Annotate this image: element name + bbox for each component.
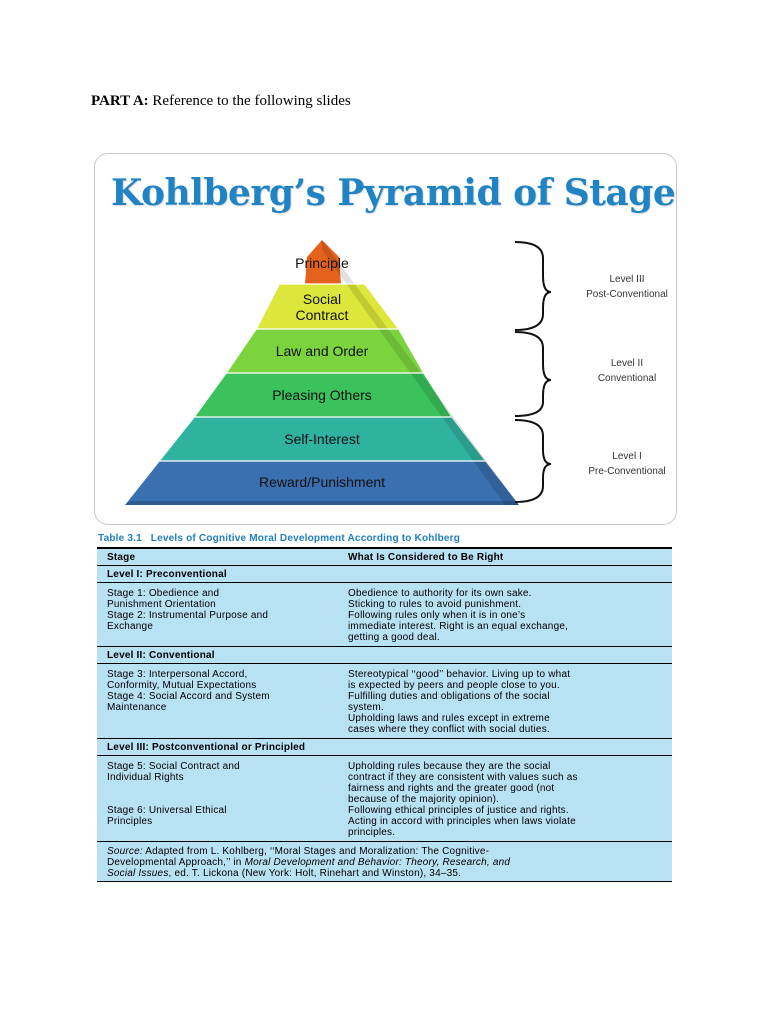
brace-level-1 bbox=[514, 419, 552, 503]
stage-line: Principles bbox=[107, 816, 153, 827]
stage-cell: Stage 1: Obedience and Punishment Orient… bbox=[97, 588, 348, 643]
source-text-3: , ed. T. Lickona (New York: Holt, Rineha… bbox=[168, 868, 462, 879]
right-line: system. bbox=[348, 702, 384, 713]
tier-self-interest bbox=[160, 417, 485, 461]
stage-cell: Stage 3: Interpersonal Accord, Conformit… bbox=[97, 669, 348, 735]
level-row-1: Level I: Preconventional bbox=[97, 566, 672, 583]
tier-label-social-contract: Social Contract bbox=[295, 291, 349, 323]
right-line: Fulfilling duties and obligations of the… bbox=[348, 691, 550, 702]
tier-label-principle: Principle bbox=[295, 255, 349, 271]
slide-title: Kohlberg’s Pyramid of Stages bbox=[111, 172, 677, 214]
tier-label-pleasing-others: Pleasing Others bbox=[272, 387, 372, 403]
source-italic-1: Moral Development and Behavior: Theory, … bbox=[244, 857, 511, 868]
level-1-label: Level I Pre-Conventional bbox=[567, 449, 676, 479]
right-line: Upholding rules because they are the soc… bbox=[348, 761, 551, 772]
right-line: is expected by peers and people close to… bbox=[348, 680, 560, 691]
right-line: principles. bbox=[348, 827, 396, 838]
right-line: contract if they are consistent with val… bbox=[348, 772, 578, 783]
right-line: Obedience to authority for its own sake. bbox=[348, 588, 532, 599]
level-2-line1: Level II bbox=[610, 358, 644, 369]
source-text-1: Adapted from L. Kohlberg, ‘‘Moral Stages… bbox=[142, 846, 490, 857]
right-line: Upholding laws and rules except in extre… bbox=[348, 713, 550, 724]
tier-label-reward-punishment: Reward/Punishment bbox=[258, 474, 386, 490]
part-label: PART A: bbox=[91, 93, 149, 109]
table-row: Stage 1: Obedience and Punishment Orient… bbox=[97, 583, 672, 647]
table-number: Table 3.1 bbox=[98, 533, 142, 544]
stage-line: Stage 5: Social Contract and bbox=[107, 761, 240, 772]
right-line: cases where they conflict with social du… bbox=[348, 724, 550, 735]
right-line: getting a good deal. bbox=[348, 632, 440, 643]
stage-line: Individual Rights bbox=[107, 772, 184, 783]
source-italic-2: Social Issues bbox=[107, 868, 169, 879]
source-text-2: Developmental Approach,’’ in bbox=[107, 857, 245, 868]
right-cell: Upholding rules because they are the soc… bbox=[348, 761, 672, 838]
level-3-line2: Post-Conventional bbox=[586, 289, 668, 300]
right-line: Acting in accord with principles when la… bbox=[348, 816, 576, 827]
source-label: Source: bbox=[107, 846, 143, 857]
brace-level-2 bbox=[514, 331, 552, 417]
tier-social-contract bbox=[257, 284, 398, 329]
right-line: Stereotypical ‘‘good’’ behavior. Living … bbox=[348, 669, 571, 680]
stage-line: Punishment Orientation bbox=[107, 599, 216, 610]
header-right: What Is Considered to Be Right bbox=[348, 552, 504, 563]
stage-line: Stage 1: Obedience and bbox=[107, 588, 220, 599]
table-title: Table 3.1 Levels of Cognitive Moral Deve… bbox=[97, 533, 672, 547]
level-3-line1: Level III bbox=[609, 274, 645, 285]
tier-reward-punishment bbox=[125, 461, 519, 505]
table-row: Stage 5: Social Contract and Individual … bbox=[97, 756, 672, 842]
brace-level-3 bbox=[514, 241, 552, 331]
table-caption: Levels of Cognitive Moral Development Ac… bbox=[150, 533, 461, 544]
right-line: Sticking to rules to avoid punishment. bbox=[348, 599, 522, 610]
right-line: Following ethical principles of justice … bbox=[348, 805, 569, 816]
level-row-3: Level III: Postconventional or Principle… bbox=[97, 739, 672, 756]
stage-cell: Stage 5: Social Contract and Individual … bbox=[97, 761, 348, 838]
kohlberg-table: Table 3.1 Levels of Cognitive Moral Deve… bbox=[97, 533, 672, 882]
part-heading: PART A: Reference to the following slide… bbox=[91, 93, 351, 110]
right-cell: Stereotypical ‘‘good’’ behavior. Living … bbox=[348, 669, 672, 735]
stage-line: Stage 4: Social Accord and System bbox=[107, 691, 270, 702]
stage-line: Exchange bbox=[107, 621, 154, 632]
right-line: Following rules only when it is in one’s bbox=[348, 610, 526, 621]
table-row: Stage 3: Interpersonal Accord, Conformit… bbox=[97, 664, 672, 739]
right-line: immediate interest. Right is an equal ex… bbox=[348, 621, 569, 632]
header-stage: Stage bbox=[107, 552, 136, 563]
tier-pleasing-others bbox=[195, 373, 451, 417]
table-body: Stage What Is Considered to Be Right Lev… bbox=[97, 547, 672, 882]
level-2-label: Level II Conventional bbox=[567, 356, 676, 386]
stage-line: Stage 2: Instrumental Purpose and bbox=[107, 610, 269, 621]
level-1-line1: Level I bbox=[612, 451, 642, 462]
stage-line: Conformity, Mutual Expectations bbox=[107, 680, 257, 691]
tier-law-and-order bbox=[227, 329, 423, 373]
level-3-label: Level III Post-Conventional bbox=[567, 272, 676, 302]
pyramid-graphic bbox=[125, 240, 552, 505]
part-text: Reference to the following slides bbox=[148, 93, 351, 109]
stage-line bbox=[107, 794, 348, 805]
stage-line: Stage 6: Universal Ethical bbox=[107, 805, 227, 816]
stage-line bbox=[107, 783, 348, 794]
table-source-note: Source: Adapted from L. Kohlberg, ‘‘Mora… bbox=[97, 842, 672, 881]
tier-principle bbox=[305, 240, 341, 284]
stage-line: Stage 3: Interpersonal Accord, bbox=[107, 669, 248, 680]
level-1-line2: Pre-Conventional bbox=[588, 466, 666, 477]
right-line: because of the majority opinion). bbox=[348, 794, 500, 805]
tier-label-self-interest: Self-Interest bbox=[284, 431, 360, 447]
table-header-row: Stage What Is Considered to Be Right bbox=[97, 549, 672, 566]
pyramid-slide: Kohlberg’s Pyramid of Stages Principle S… bbox=[94, 153, 677, 525]
right-line: fairness and rights and the greater good… bbox=[348, 783, 555, 794]
level-2-line2: Conventional bbox=[597, 373, 657, 384]
right-cell: Obedience to authority for its own sake.… bbox=[348, 588, 672, 643]
stage-line: Maintenance bbox=[107, 702, 167, 713]
level-row-2: Level II: Conventional bbox=[97, 647, 672, 664]
tier-label-law-and-order: Law and Order bbox=[275, 343, 369, 359]
